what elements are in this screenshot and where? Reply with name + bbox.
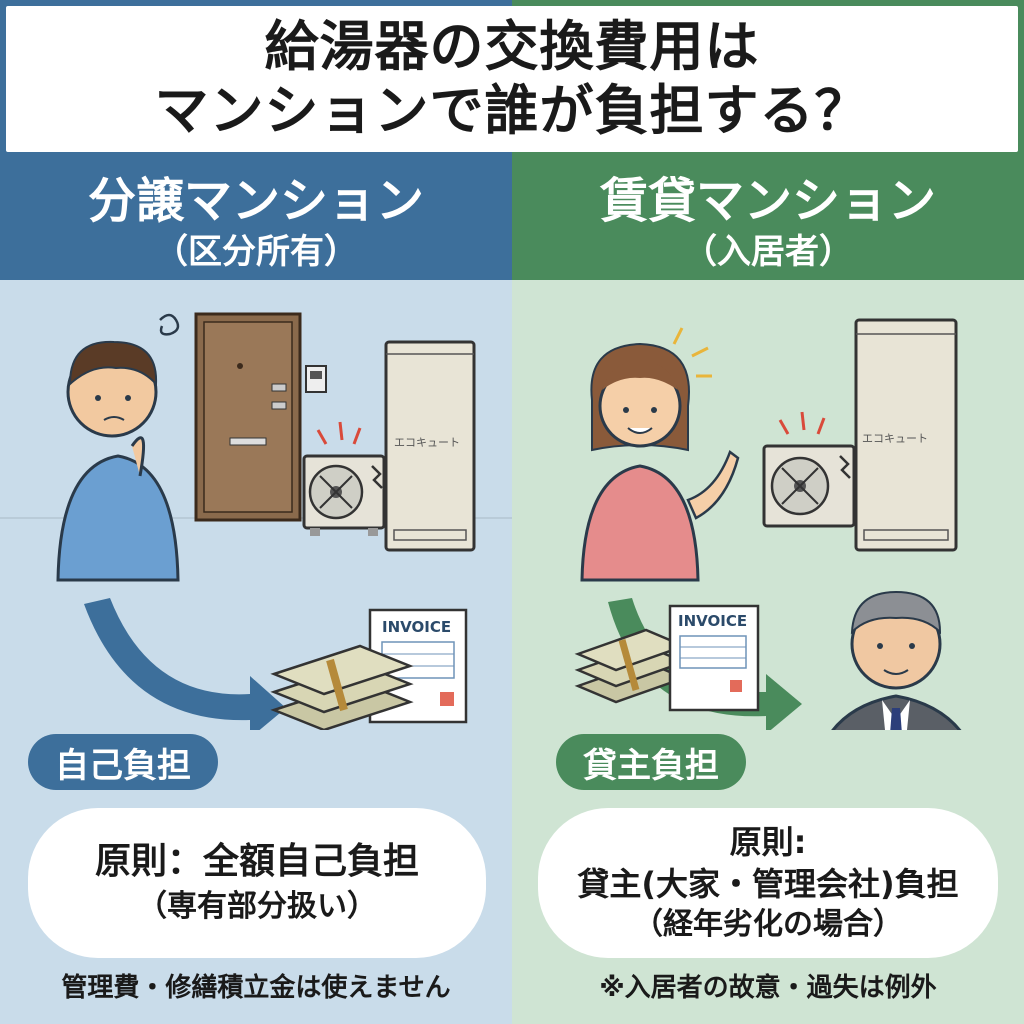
right-rule-line-3: （経年劣化の場合） xyxy=(633,907,903,942)
svg-text:エコキュート: エコキュート xyxy=(862,432,928,445)
arrow-icon xyxy=(84,598,286,730)
left-heading-band: 分譲マンション （区分所有） xyxy=(0,160,512,280)
heat-pump-icon xyxy=(302,421,386,536)
money-stack-icon xyxy=(270,644,414,730)
right-rule-line-1: 原則: xyxy=(729,823,807,861)
right-heading: 賃貸マンション xyxy=(599,173,936,229)
right-subheading: （入居者） xyxy=(683,232,853,272)
landlord-man-icon xyxy=(831,590,962,730)
door-icon xyxy=(194,312,302,522)
left-rule-box: 原則：全額自己負担 （専有部分扱い） xyxy=(28,808,486,958)
water-heater-tank-icon: エコキュート xyxy=(384,340,476,552)
water-heater-tank-icon: エコキュート xyxy=(854,318,958,552)
pointing-woman-icon xyxy=(580,327,740,582)
svg-text:INVOICE: INVOICE xyxy=(382,618,451,636)
self-pay-badge: 自己負担 xyxy=(28,734,218,790)
heat-pump-icon xyxy=(762,411,856,528)
left-illustration: エコキュート INVOICE xyxy=(0,312,512,730)
title-line-1: 給湯器の交換費用は xyxy=(264,15,760,78)
svg-text:エコキュート: エコキュート xyxy=(394,436,460,449)
left-subheading: （区分所有） xyxy=(154,232,358,272)
right-rule-box: 原則: 貸主(大家・管理会社)負担 （経年劣化の場合） xyxy=(538,808,998,958)
svg-text:INVOICE: INVOICE xyxy=(678,612,747,630)
intercom-icon xyxy=(305,365,327,393)
invoice-icon: INVOICE xyxy=(668,604,760,712)
landlord-pay-badge: 貸主負担 xyxy=(556,734,746,790)
left-rule-line-1: 原則：全額自己負担 xyxy=(94,841,419,882)
confused-man-icon xyxy=(56,313,180,582)
title-line-2: マンションで誰が負担する？ xyxy=(154,79,870,142)
left-heading: 分譲マンション xyxy=(87,173,424,229)
right-rule-line-2: 貸主(大家・管理会社)負担 xyxy=(577,865,959,903)
title-bar: 給湯器の交換費用は マンションで誰が負担する？ xyxy=(0,0,1024,160)
left-footnote: 管理費・修繕積立金は使えません xyxy=(61,973,451,1003)
left-rule-line-2: （専有部分扱い） xyxy=(137,889,377,924)
right-illustration: エコキュート INVOICE xyxy=(574,318,962,730)
right-footnote: ※入居者の故意・過失は例外 xyxy=(599,973,937,1003)
right-heading-band: 賃貸マンション （入居者） xyxy=(512,160,1024,280)
title-box: 給湯器の交換費用は マンションで誰が負担する？ xyxy=(6,6,1018,152)
